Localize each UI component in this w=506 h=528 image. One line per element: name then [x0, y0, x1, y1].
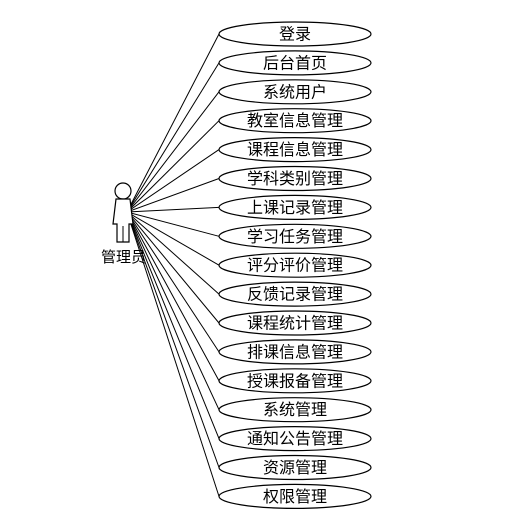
- use-case-label: 系统管理: [263, 400, 327, 419]
- actor-head: [114, 182, 132, 200]
- use-case-ellipse: [218, 50, 372, 76]
- use-case-ellipse: [218, 194, 372, 220]
- use-case-label: 学习任务管理: [247, 227, 343, 246]
- use-case-label: 权限管理: [263, 487, 327, 506]
- use-case-ellipse: [218, 368, 372, 394]
- use-case: 权限管理: [218, 483, 372, 509]
- use-case-ellipse: [218, 483, 372, 509]
- use-case-label: 授课报备管理: [247, 371, 343, 390]
- use-case: 系统用户: [218, 79, 372, 105]
- association-line: [126, 211, 220, 410]
- use-case-label: 学科类别管理: [247, 169, 343, 188]
- use-case-ellipse: [218, 79, 372, 105]
- association-line: [126, 211, 220, 497]
- use-case-ellipse: [218, 339, 372, 365]
- use-case-ellipse: [218, 281, 372, 307]
- use-case: 排课信息管理: [218, 339, 372, 365]
- use-case: 课程统计管理: [218, 310, 372, 336]
- use-case-ellipse: [218, 252, 372, 278]
- actor-figure: 管理员: [101, 182, 146, 266]
- association-line: [126, 211, 220, 237]
- use-case: 系统管理: [218, 397, 372, 423]
- use-case-ellipse: [218, 165, 372, 192]
- association-line: [126, 178, 220, 213]
- use-case-ellipse: [218, 310, 372, 336]
- use-case: 授课报备管理: [218, 368, 372, 394]
- use-case: 学科类别管理: [218, 165, 372, 192]
- association-line: [126, 211, 220, 266]
- use-case-ellipse: [218, 21, 372, 47]
- use-case: 反馈记录管理: [218, 281, 372, 307]
- association-line: [126, 120, 220, 213]
- use-case: 教室信息管理: [218, 108, 372, 134]
- use-case-ellipse: [218, 137, 372, 163]
- use-case: 后台首页: [218, 50, 372, 76]
- use-case-ellipse: [218, 426, 372, 452]
- use-case-label: 资源管理: [263, 458, 327, 477]
- use-case: 登录: [218, 21, 372, 47]
- association-line: [126, 211, 220, 439]
- use-case-ellipse: [218, 108, 372, 134]
- actor-body: [112, 198, 134, 243]
- association-line: [126, 211, 220, 295]
- association-line: [126, 62, 220, 213]
- use-case: 评分评价管理: [218, 252, 372, 278]
- use-case: 资源管理: [218, 454, 372, 481]
- use-case-label: 登录: [279, 25, 311, 44]
- association-lines: [126, 33, 220, 497]
- use-case: 上课记录管理: [218, 194, 372, 220]
- use-case: 学习任务管理: [218, 223, 372, 249]
- use-case: 课程信息管理: [218, 137, 372, 163]
- use-case-label: 评分评价管理: [247, 256, 343, 275]
- association-line: [126, 33, 220, 213]
- use-case-label: 上课记录管理: [247, 198, 343, 217]
- use-case-label: 反馈记录管理: [247, 285, 343, 304]
- association-line: [126, 211, 220, 382]
- association-line: [126, 149, 220, 213]
- use-case-label: 教室信息管理: [247, 111, 343, 130]
- use-case-label: 系统用户: [263, 82, 327, 101]
- association-line: [126, 211, 220, 468]
- association-line: [126, 211, 220, 324]
- actor-label: 管理员: [101, 248, 146, 266]
- use-case-label: 课程统计管理: [247, 314, 343, 333]
- association-line: [126, 206, 220, 213]
- use-case-label: 课程信息管理: [247, 140, 343, 159]
- association-line: [126, 211, 220, 353]
- use-case-ellipse: [218, 223, 372, 249]
- use-case-ellipse: [218, 454, 372, 481]
- association-line: [126, 91, 220, 213]
- use-case-label: 排课信息管理: [247, 342, 343, 361]
- use-case: 通知公告管理: [218, 426, 372, 452]
- use-case-label: 后台首页: [263, 53, 327, 72]
- use-case-list: 登录后台首页系统用户教室信息管理课程信息管理学科类别管理上课记录管理学习任务管理…: [218, 21, 372, 509]
- use-case-label: 通知公告管理: [247, 429, 343, 448]
- use-case-ellipse: [218, 397, 372, 423]
